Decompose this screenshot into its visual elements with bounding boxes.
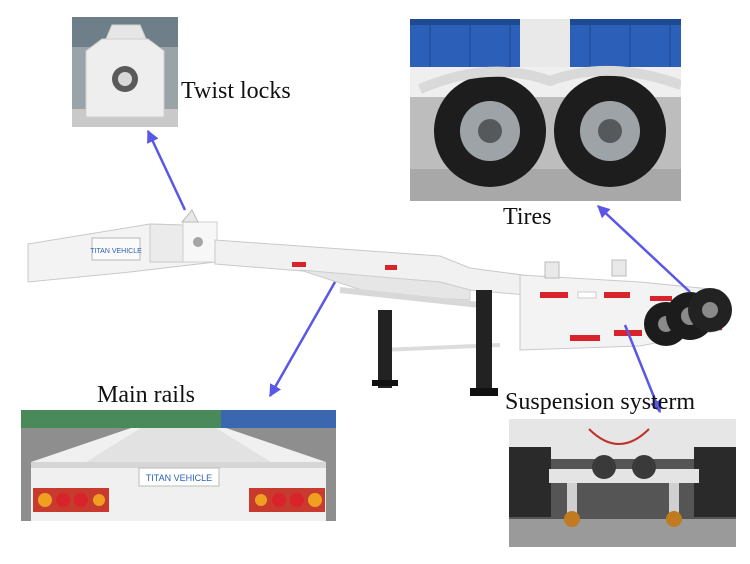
landing-leg-rear bbox=[476, 290, 492, 390]
arrow-suspension bbox=[623, 324, 662, 414]
arrow-main-rails bbox=[268, 281, 337, 398]
label-tires: Tires bbox=[503, 204, 552, 230]
landing-leg-front bbox=[378, 310, 392, 388]
label-twist-locks: Twist locks bbox=[181, 78, 291, 104]
twist-lock-photo bbox=[72, 17, 178, 127]
suspension-photo bbox=[509, 419, 736, 547]
tires-photo bbox=[410, 19, 681, 201]
label-suspension: Suspension systerm bbox=[505, 389, 696, 415]
side-brand-text: TITAN VEHICLE bbox=[90, 248, 142, 255]
main-rails-photo: TITAN VEHICLE bbox=[21, 410, 336, 521]
arrow-twist-locks bbox=[146, 129, 187, 211]
label-main-rails: Main rails bbox=[97, 382, 195, 408]
arrow-tires bbox=[597, 205, 691, 293]
rear-brand-text: TITAN VEHICLE bbox=[146, 473, 212, 483]
